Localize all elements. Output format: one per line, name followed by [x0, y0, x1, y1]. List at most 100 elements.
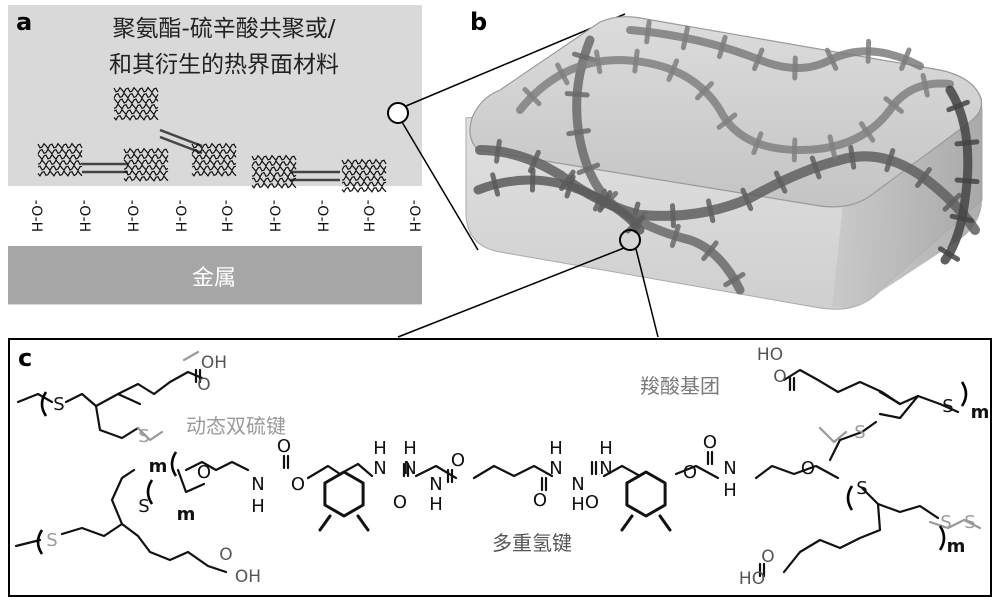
atom-sulfur-grey: S — [964, 512, 975, 533]
chain-tick — [848, 144, 857, 170]
tuft-5-strand — [341, 169, 387, 177]
repeat-m: m — [971, 402, 990, 423]
hydroxyl-group-2: -O-H — [124, 200, 140, 232]
atom-sulfur: S — [942, 396, 953, 417]
skeletal-bonds — [14, 368, 960, 578]
atom-oxygen: O — [197, 462, 211, 483]
repeat-bracket-3 — [36, 529, 44, 555]
chain-tick — [527, 149, 541, 174]
chain-tick — [669, 223, 681, 248]
tuft-0-strand — [37, 153, 83, 161]
disulfide-bond — [136, 426, 164, 442]
bond — [176, 468, 206, 494]
repeat-bracket-4 — [938, 525, 946, 551]
tuft-4-strand — [251, 154, 297, 162]
bond — [414, 464, 458, 480]
hydroxyl-group-6: -O-H — [314, 200, 330, 232]
atom-hydrogen: H — [723, 480, 737, 501]
chain-tick — [865, 38, 872, 64]
atom-nitrogen: N — [251, 474, 264, 495]
tuft-4-strand — [251, 160, 297, 167]
tuft-1-strand — [123, 153, 169, 160]
hydroxyl-group-4: -O-H — [218, 200, 234, 232]
atom-nitrogen: N — [373, 458, 386, 479]
carboxyl-o: O — [773, 367, 786, 387]
tuft-1-strand — [123, 175, 169, 182]
label-hbond: 多重氢键 — [492, 531, 572, 555]
chain-tick — [522, 86, 542, 107]
chain-tick — [809, 155, 822, 180]
atom-sulfur-grey: S — [138, 426, 149, 447]
tuft-4-strand — [251, 176, 297, 184]
zoom-line-c-left — [397, 247, 625, 338]
chain-tick — [827, 134, 838, 159]
carboxyl-ho: HO — [757, 345, 783, 365]
tuft-3-strand — [191, 142, 237, 150]
repeat-bracket-6 — [846, 485, 854, 511]
panel-a-title-line2: 和其衍生的热界面材料 — [109, 52, 339, 78]
panel-a-letter: a — [16, 8, 32, 36]
chain-tick — [701, 240, 719, 262]
chain-tick — [529, 167, 536, 193]
polymer-chains — [473, 19, 980, 295]
zoom-circle-b — [619, 229, 641, 251]
chain-tick — [914, 166, 932, 189]
bond — [14, 538, 42, 548]
chain-tick — [773, 170, 788, 194]
chain-tick — [954, 177, 980, 185]
polymer-chain-4 — [473, 175, 645, 235]
disulfide-bond — [182, 350, 200, 362]
carbonyl-bond-0 — [282, 454, 290, 470]
chain-tick — [625, 215, 645, 234]
chain-tick — [920, 72, 930, 98]
metal-substrate — [8, 246, 422, 304]
tuft-5-strand — [341, 180, 387, 188]
carbonyl-bond-1 — [402, 462, 410, 478]
atom-nitrogen: N — [429, 474, 442, 495]
tuft-3-strand — [191, 148, 237, 155]
repeat-bracket-1 — [146, 479, 154, 505]
tuft-0-strand — [37, 170, 83, 177]
interface-region — [8, 186, 422, 246]
tuft-5-strand — [341, 164, 387, 171]
carboxyl-oh: OH — [201, 353, 227, 373]
repeat-bracket-0 — [40, 391, 48, 417]
cyclohexane-ring-right-methyls — [620, 514, 672, 532]
tuft-1-strand — [123, 147, 169, 155]
bond — [828, 420, 878, 462]
tuft-2-strand — [113, 108, 159, 116]
chain-tick — [644, 19, 652, 45]
atom-oxygen: O — [451, 450, 465, 471]
carboxyl-o: O — [761, 547, 774, 567]
atom-oxygen: O — [393, 492, 407, 513]
disulfide-bond — [818, 426, 848, 444]
atom-sulfur-grey: S — [46, 530, 57, 551]
polymer-chain-3 — [516, 55, 954, 155]
atom-oxygen: O — [703, 432, 717, 453]
chain-tick — [883, 96, 904, 114]
zoom-line-lower — [401, 121, 479, 251]
atom-oxygen: O — [801, 458, 815, 479]
bond — [782, 502, 882, 574]
chain-tick — [949, 213, 975, 224]
label-carboxyl: 羧酸基团 — [640, 374, 720, 398]
repeat-m: m — [947, 536, 966, 557]
atom-oxygen: O — [533, 490, 547, 511]
atom-oxygen: O — [585, 492, 599, 513]
atom-oxygen: O — [291, 474, 305, 495]
polymer-chain-2 — [626, 26, 924, 72]
tuft-4-strand — [251, 165, 297, 173]
carboxyl-ho: HO — [739, 569, 765, 589]
carbonyl-bond-2 — [446, 468, 454, 484]
chain-tick — [899, 47, 912, 72]
atom-nitrogen: N — [549, 458, 562, 479]
carbonyl-bond-7 — [788, 376, 796, 392]
carbonyl-bond-8 — [758, 562, 766, 578]
tuft-5-strand — [341, 186, 387, 193]
chain-tick — [576, 162, 601, 176]
bond — [878, 394, 920, 420]
bond — [674, 464, 720, 480]
tuft-4-strand — [251, 182, 297, 189]
tuft-2-strand — [113, 114, 159, 121]
